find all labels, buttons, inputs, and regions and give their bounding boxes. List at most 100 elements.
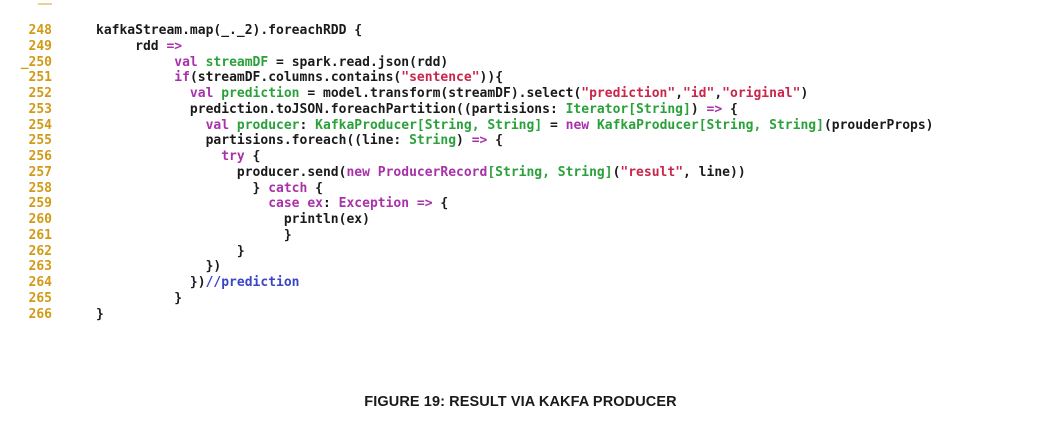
code-token-str: "original" bbox=[722, 86, 801, 101]
code-line: 255 partisions.foreach((line: String) =>… bbox=[0, 132, 1041, 150]
code-token-plain: partisions.foreach((line: bbox=[96, 133, 410, 149]
code-token-type: KafkaProducer[String, String] bbox=[315, 117, 543, 133]
code-text: val streamDF = spark.read.json(rdd) bbox=[96, 54, 448, 72]
line-number: 261 bbox=[28, 227, 52, 243]
cropped-line-fragment bbox=[38, 0, 52, 5]
line-number: 253 bbox=[28, 101, 52, 117]
code-token-kw: => bbox=[166, 38, 183, 54]
code-text: partisions.foreach((line: String) => { bbox=[96, 132, 503, 150]
code-token-plain bbox=[96, 149, 221, 164]
code-token-kw: => bbox=[706, 101, 723, 117]
line-number: 266 bbox=[28, 306, 52, 322]
code-token-plain: ) bbox=[800, 86, 809, 101]
code-text: prediction.toJSON.foreachPartition((part… bbox=[96, 101, 738, 119]
code-token-plain: = bbox=[542, 117, 566, 133]
code-text: kafkaStream.map(_._2).foreachRDD { bbox=[96, 22, 362, 40]
code-line: 263 }) bbox=[0, 258, 1041, 276]
code-line: 252 val prediction = model.transform(str… bbox=[0, 85, 1041, 103]
code-token-kw: new bbox=[565, 117, 590, 133]
code-token-type: streamDF bbox=[205, 54, 269, 70]
code-text: val prediction = model.transform(streamD… bbox=[96, 85, 808, 103]
code-token-plain: } bbox=[96, 243, 245, 259]
code-token-kw: new bbox=[346, 164, 370, 180]
line-number: 265 bbox=[28, 290, 52, 306]
code-text: case ex: Exception => { bbox=[96, 195, 448, 213]
code-token-kw: => bbox=[416, 196, 433, 212]
code-line: 261 } bbox=[0, 227, 1041, 245]
code-line: 258 } catch { bbox=[0, 180, 1041, 198]
code-line: _250 val streamDF = spark.read.json(rdd) bbox=[0, 54, 1041, 72]
code-text: if(streamDF.columns.contains("sentence")… bbox=[96, 69, 503, 87]
code-token-str: "sentence" bbox=[401, 70, 480, 86]
code-token-plain: } bbox=[96, 227, 292, 243]
code-line: 257 producer.send(new ProducerRecord[Str… bbox=[0, 164, 1041, 182]
code-token-plain bbox=[96, 70, 174, 85]
line-number-text: 250 bbox=[28, 54, 52, 70]
code-token-plain: : bbox=[299, 117, 316, 133]
code-text: } bbox=[96, 227, 292, 245]
code-token-plain: : bbox=[322, 196, 339, 212]
code-token-plain: )){ bbox=[479, 70, 504, 86]
line-number: 251 bbox=[28, 70, 52, 86]
code-text: } bbox=[96, 306, 104, 324]
line-number: 263 bbox=[28, 259, 52, 275]
code-text: println(ex) bbox=[96, 211, 370, 229]
code-token-plain: prediction.toJSON.foreachPartition((part… bbox=[96, 101, 566, 117]
code-token-plain: println(ex) bbox=[96, 212, 370, 227]
code-line: 260 println(ex) bbox=[0, 211, 1041, 229]
code-token-plain: producer.send( bbox=[96, 164, 347, 180]
code-token-plain: } bbox=[96, 306, 104, 322]
code-token-kw: try bbox=[221, 149, 245, 164]
code-token-kw: Exception bbox=[338, 196, 410, 212]
code-token-type: [String, String] bbox=[487, 164, 613, 180]
code-line: 265 } bbox=[0, 290, 1041, 308]
code-text: producer.send(new ProducerRecord[String,… bbox=[96, 164, 746, 182]
code-token-plain bbox=[96, 86, 190, 101]
code-token-plain bbox=[409, 196, 417, 211]
code-token-kw: => bbox=[471, 133, 488, 149]
code-token-plain bbox=[589, 118, 597, 133]
code-token-plain: , bbox=[714, 86, 723, 101]
code-token-plain bbox=[198, 55, 206, 70]
code-line: 259 case ex: Exception => { bbox=[0, 195, 1041, 213]
code-text: try { bbox=[96, 148, 260, 166]
code-token-plain: = model.transform(streamDF).select( bbox=[299, 86, 582, 101]
code-token-type: producer bbox=[236, 117, 300, 133]
line-number: _250 bbox=[6, 54, 52, 72]
code-token-plain bbox=[96, 55, 174, 70]
code-token-plain: { bbox=[307, 180, 323, 196]
code-line: 254 val producer: KafkaProducer[String, … bbox=[0, 117, 1041, 135]
code-token-plain: }) bbox=[96, 275, 206, 290]
code-token-str: "result" bbox=[620, 164, 684, 180]
code-token-kw: ProducerRecord bbox=[377, 164, 488, 180]
code-token-plain: = spark.read.json(rdd) bbox=[268, 54, 449, 70]
line-number: 255 bbox=[28, 133, 52, 149]
line-marker: _ bbox=[20, 54, 29, 70]
code-token-plain: { bbox=[722, 101, 738, 117]
code-text: }) bbox=[96, 258, 222, 276]
code-token-plain: , line)) bbox=[683, 164, 746, 180]
line-number: 249 bbox=[28, 38, 52, 54]
code-line: 262 } bbox=[0, 243, 1041, 261]
code-token-cmt: //prediction bbox=[205, 275, 300, 290]
code-text: } bbox=[96, 243, 245, 261]
code-token-plain: , bbox=[675, 86, 684, 101]
line-number: 262 bbox=[28, 243, 52, 259]
code-token-plain: ) bbox=[690, 101, 707, 117]
code-token-plain bbox=[370, 165, 378, 180]
code-line: 249 rdd => bbox=[0, 38, 1041, 56]
code-token-kw: ex bbox=[307, 196, 323, 212]
code-token-str: "id" bbox=[683, 86, 715, 101]
code-token-kw: val bbox=[205, 117, 230, 133]
code-line: 251 if(streamDF.columns.contains("senten… bbox=[0, 69, 1041, 87]
code-line: 266} bbox=[0, 306, 1041, 324]
code-token-plain: kafkaStream.map(_._2).foreachRDD { bbox=[96, 23, 363, 38]
code-token-plain: } bbox=[96, 180, 269, 196]
code-token-type: String bbox=[409, 133, 457, 149]
code-token-plain bbox=[96, 196, 268, 211]
code-token-plain bbox=[96, 118, 206, 133]
code-token-plain: (prouderProps) bbox=[823, 117, 934, 133]
code-token-plain: ( bbox=[612, 164, 621, 180]
line-number: 254 bbox=[28, 117, 52, 133]
